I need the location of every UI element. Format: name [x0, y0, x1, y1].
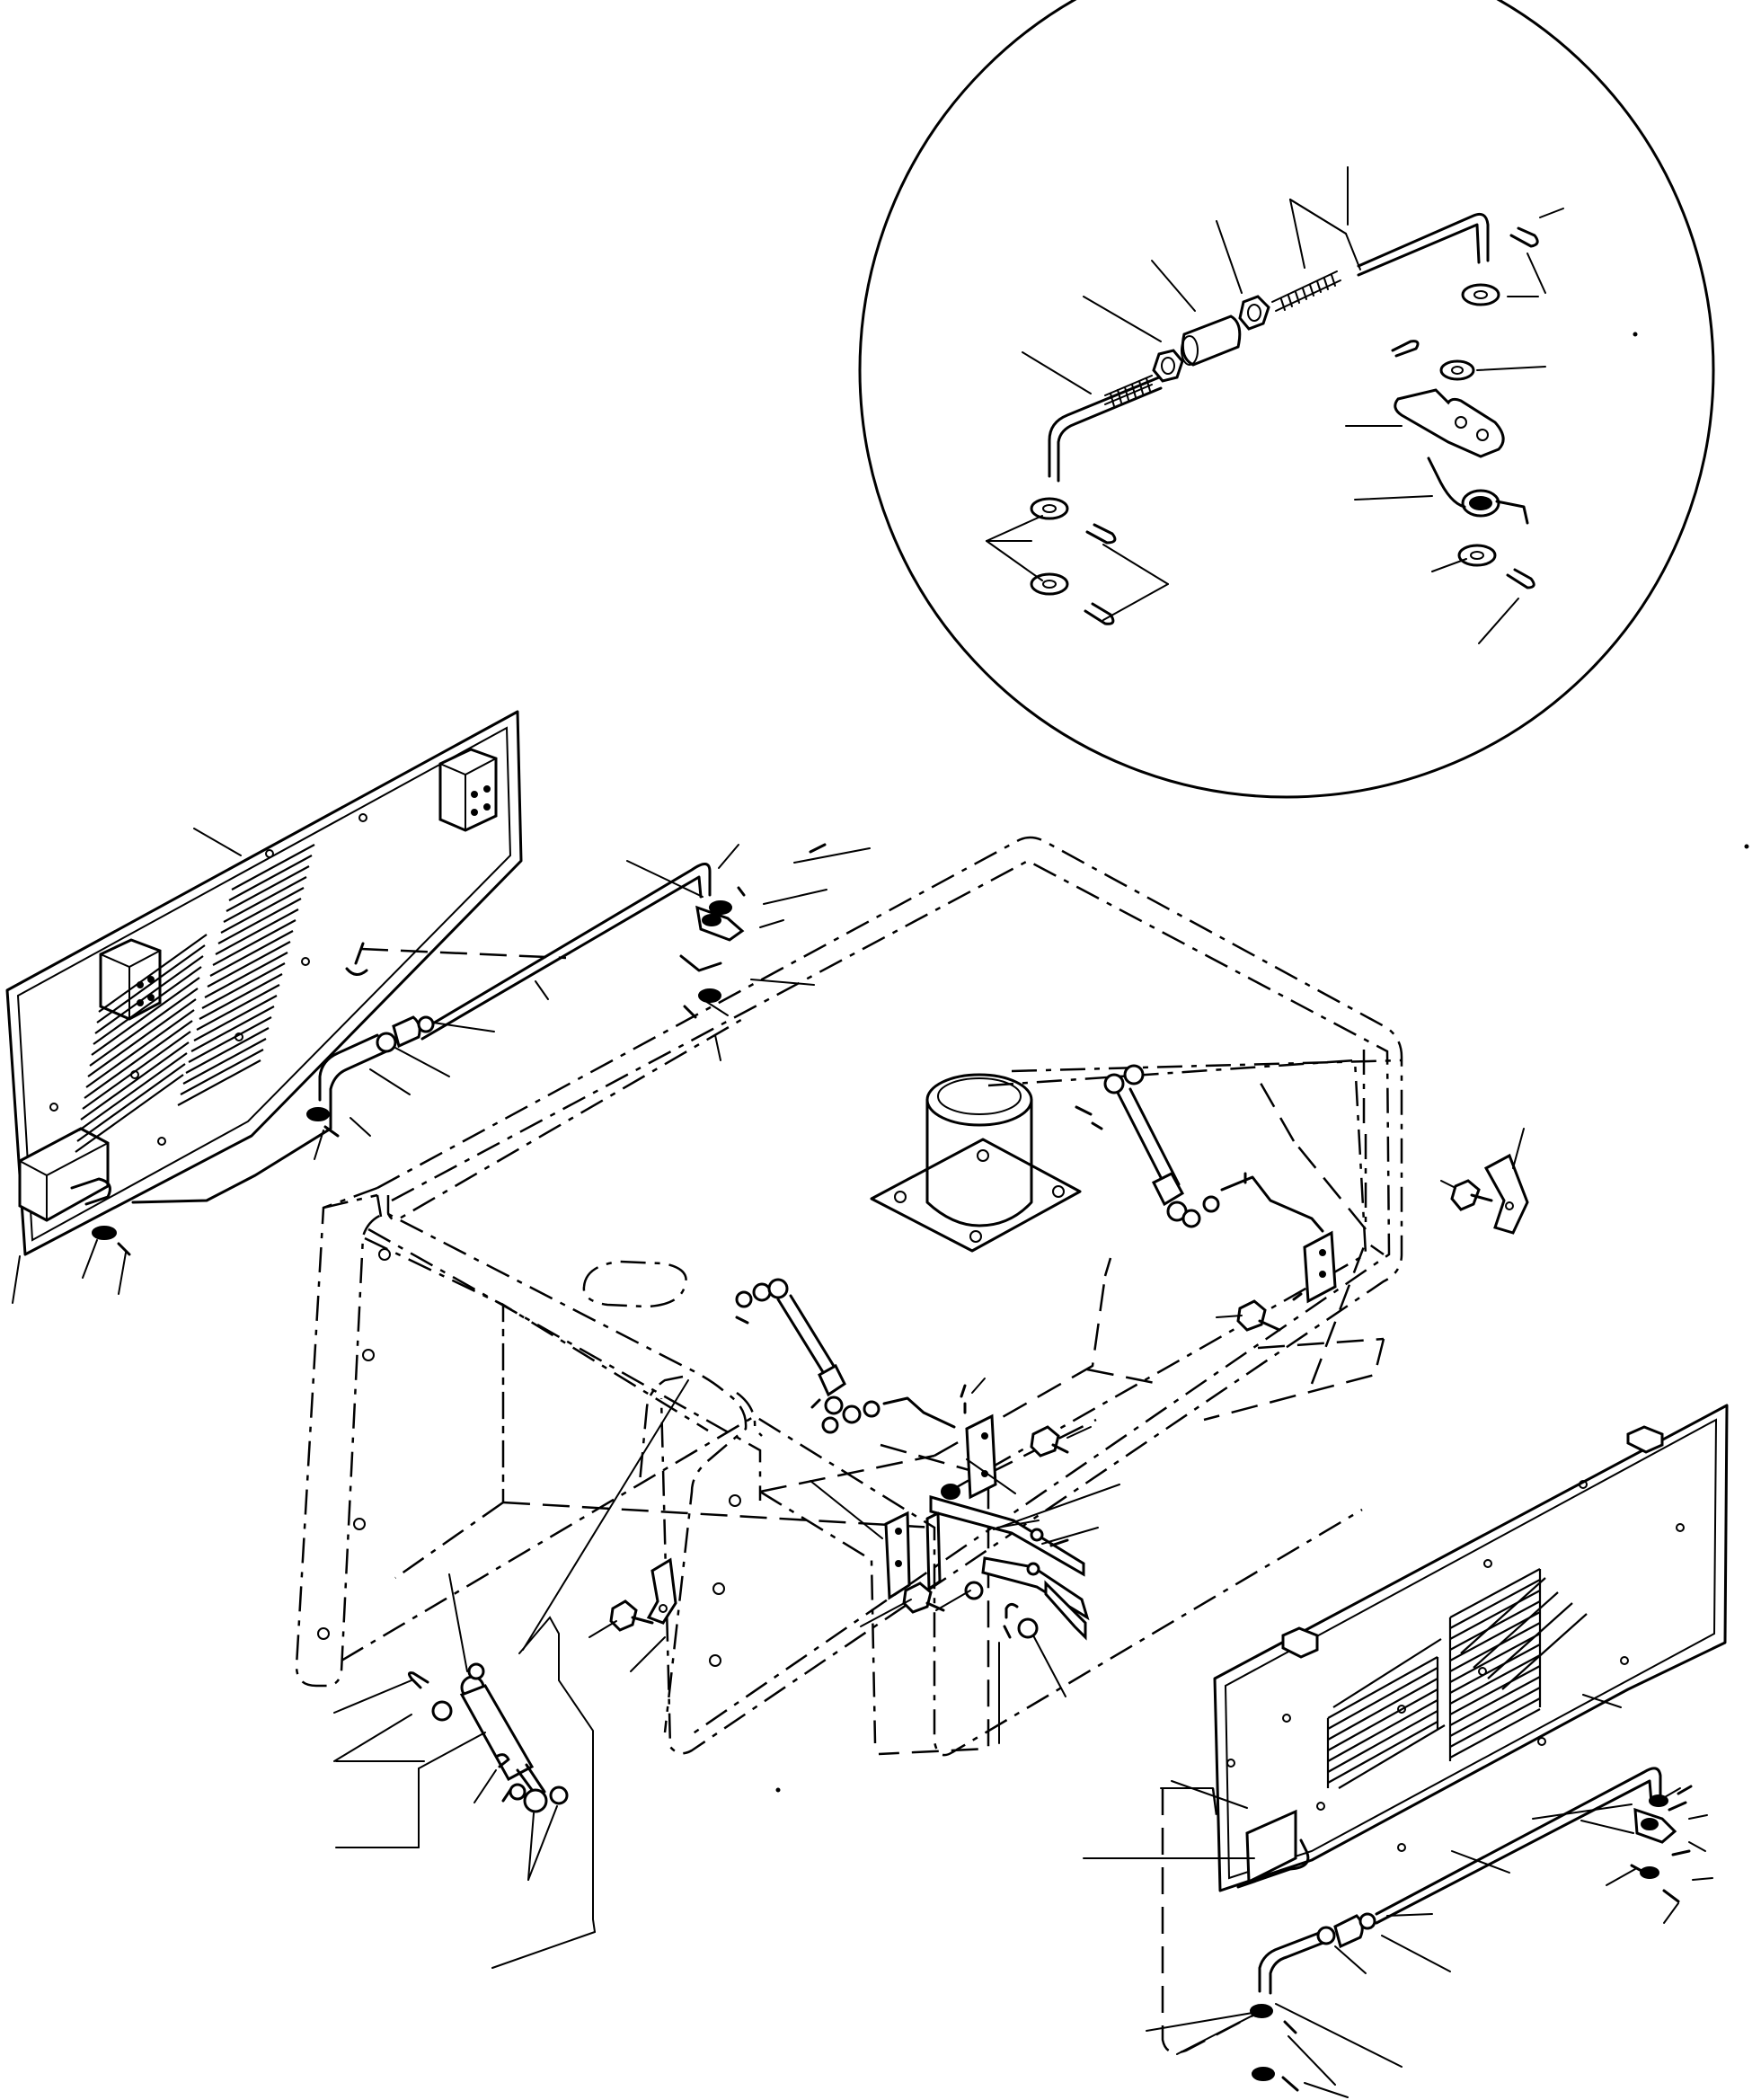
washer [698, 988, 721, 1003]
detail-washer [1461, 283, 1500, 306]
detail-cotter-pin [1509, 226, 1539, 248]
detail-circle [858, 0, 1715, 799]
bolt [860, 1582, 945, 1627]
bolt [1030, 1425, 1092, 1458]
panel-handle-box [1236, 1809, 1310, 1889]
detail-cotter-pin [1506, 568, 1535, 589]
center-lower-link [735, 1278, 997, 1500]
left-leaders [12, 828, 871, 1304]
right-bolt-bracket [1440, 1128, 1529, 1235]
washer [92, 1226, 117, 1240]
detail-leaders [986, 166, 1564, 644]
panel-block [438, 748, 498, 832]
detail-nut-left [1152, 349, 1184, 383]
detail-cotter-pin [1084, 602, 1115, 625]
detail-sleeve [1181, 315, 1242, 367]
left-side-panel [5, 710, 523, 1256]
cotter-pin [323, 1125, 340, 1138]
cotter-pin [809, 843, 827, 854]
detail-nut-right [1238, 295, 1270, 331]
right-leaders [1083, 1694, 1713, 2098]
washer [306, 1107, 330, 1121]
detail-thread-left [1104, 375, 1153, 407]
detail-washer [1457, 544, 1497, 567]
cotter-pin [737, 886, 746, 897]
panel-louvers [1326, 1568, 1588, 1789]
detail-view [858, 0, 1715, 799]
detail-lock-rod [1048, 376, 1161, 478]
upper-gas-spring-link [1075, 1064, 1324, 1233]
detail-washer [1030, 497, 1069, 520]
washer-group-center [935, 1581, 1066, 1744]
detail-latch-plate [1394, 388, 1505, 458]
left-gas-strut [333, 1379, 689, 1969]
cotter-pin [117, 1242, 131, 1256]
detail-spring [1427, 456, 1529, 525]
right-lock-rod [1250, 1767, 1693, 2092]
detail-cotter-pin [1085, 523, 1117, 545]
detail-thread-right [1271, 270, 1341, 312]
washer [709, 900, 732, 915]
main-frame [295, 836, 1403, 1757]
center-hinge-bracket [1292, 1230, 1337, 1304]
detail-cotter-pin [1391, 340, 1420, 358]
left-bolt-bracket [588, 1557, 677, 1672]
left-lock-rod [131, 843, 827, 1204]
detail-washer [1439, 359, 1475, 381]
exhaust-pipe-flange [870, 1073, 1082, 1253]
bolt [1216, 1299, 1281, 1332]
right-side-panel [1213, 1404, 1729, 1892]
hinge-bar-assembly [810, 1458, 1120, 1641]
panel-louvers [75, 844, 315, 1153]
